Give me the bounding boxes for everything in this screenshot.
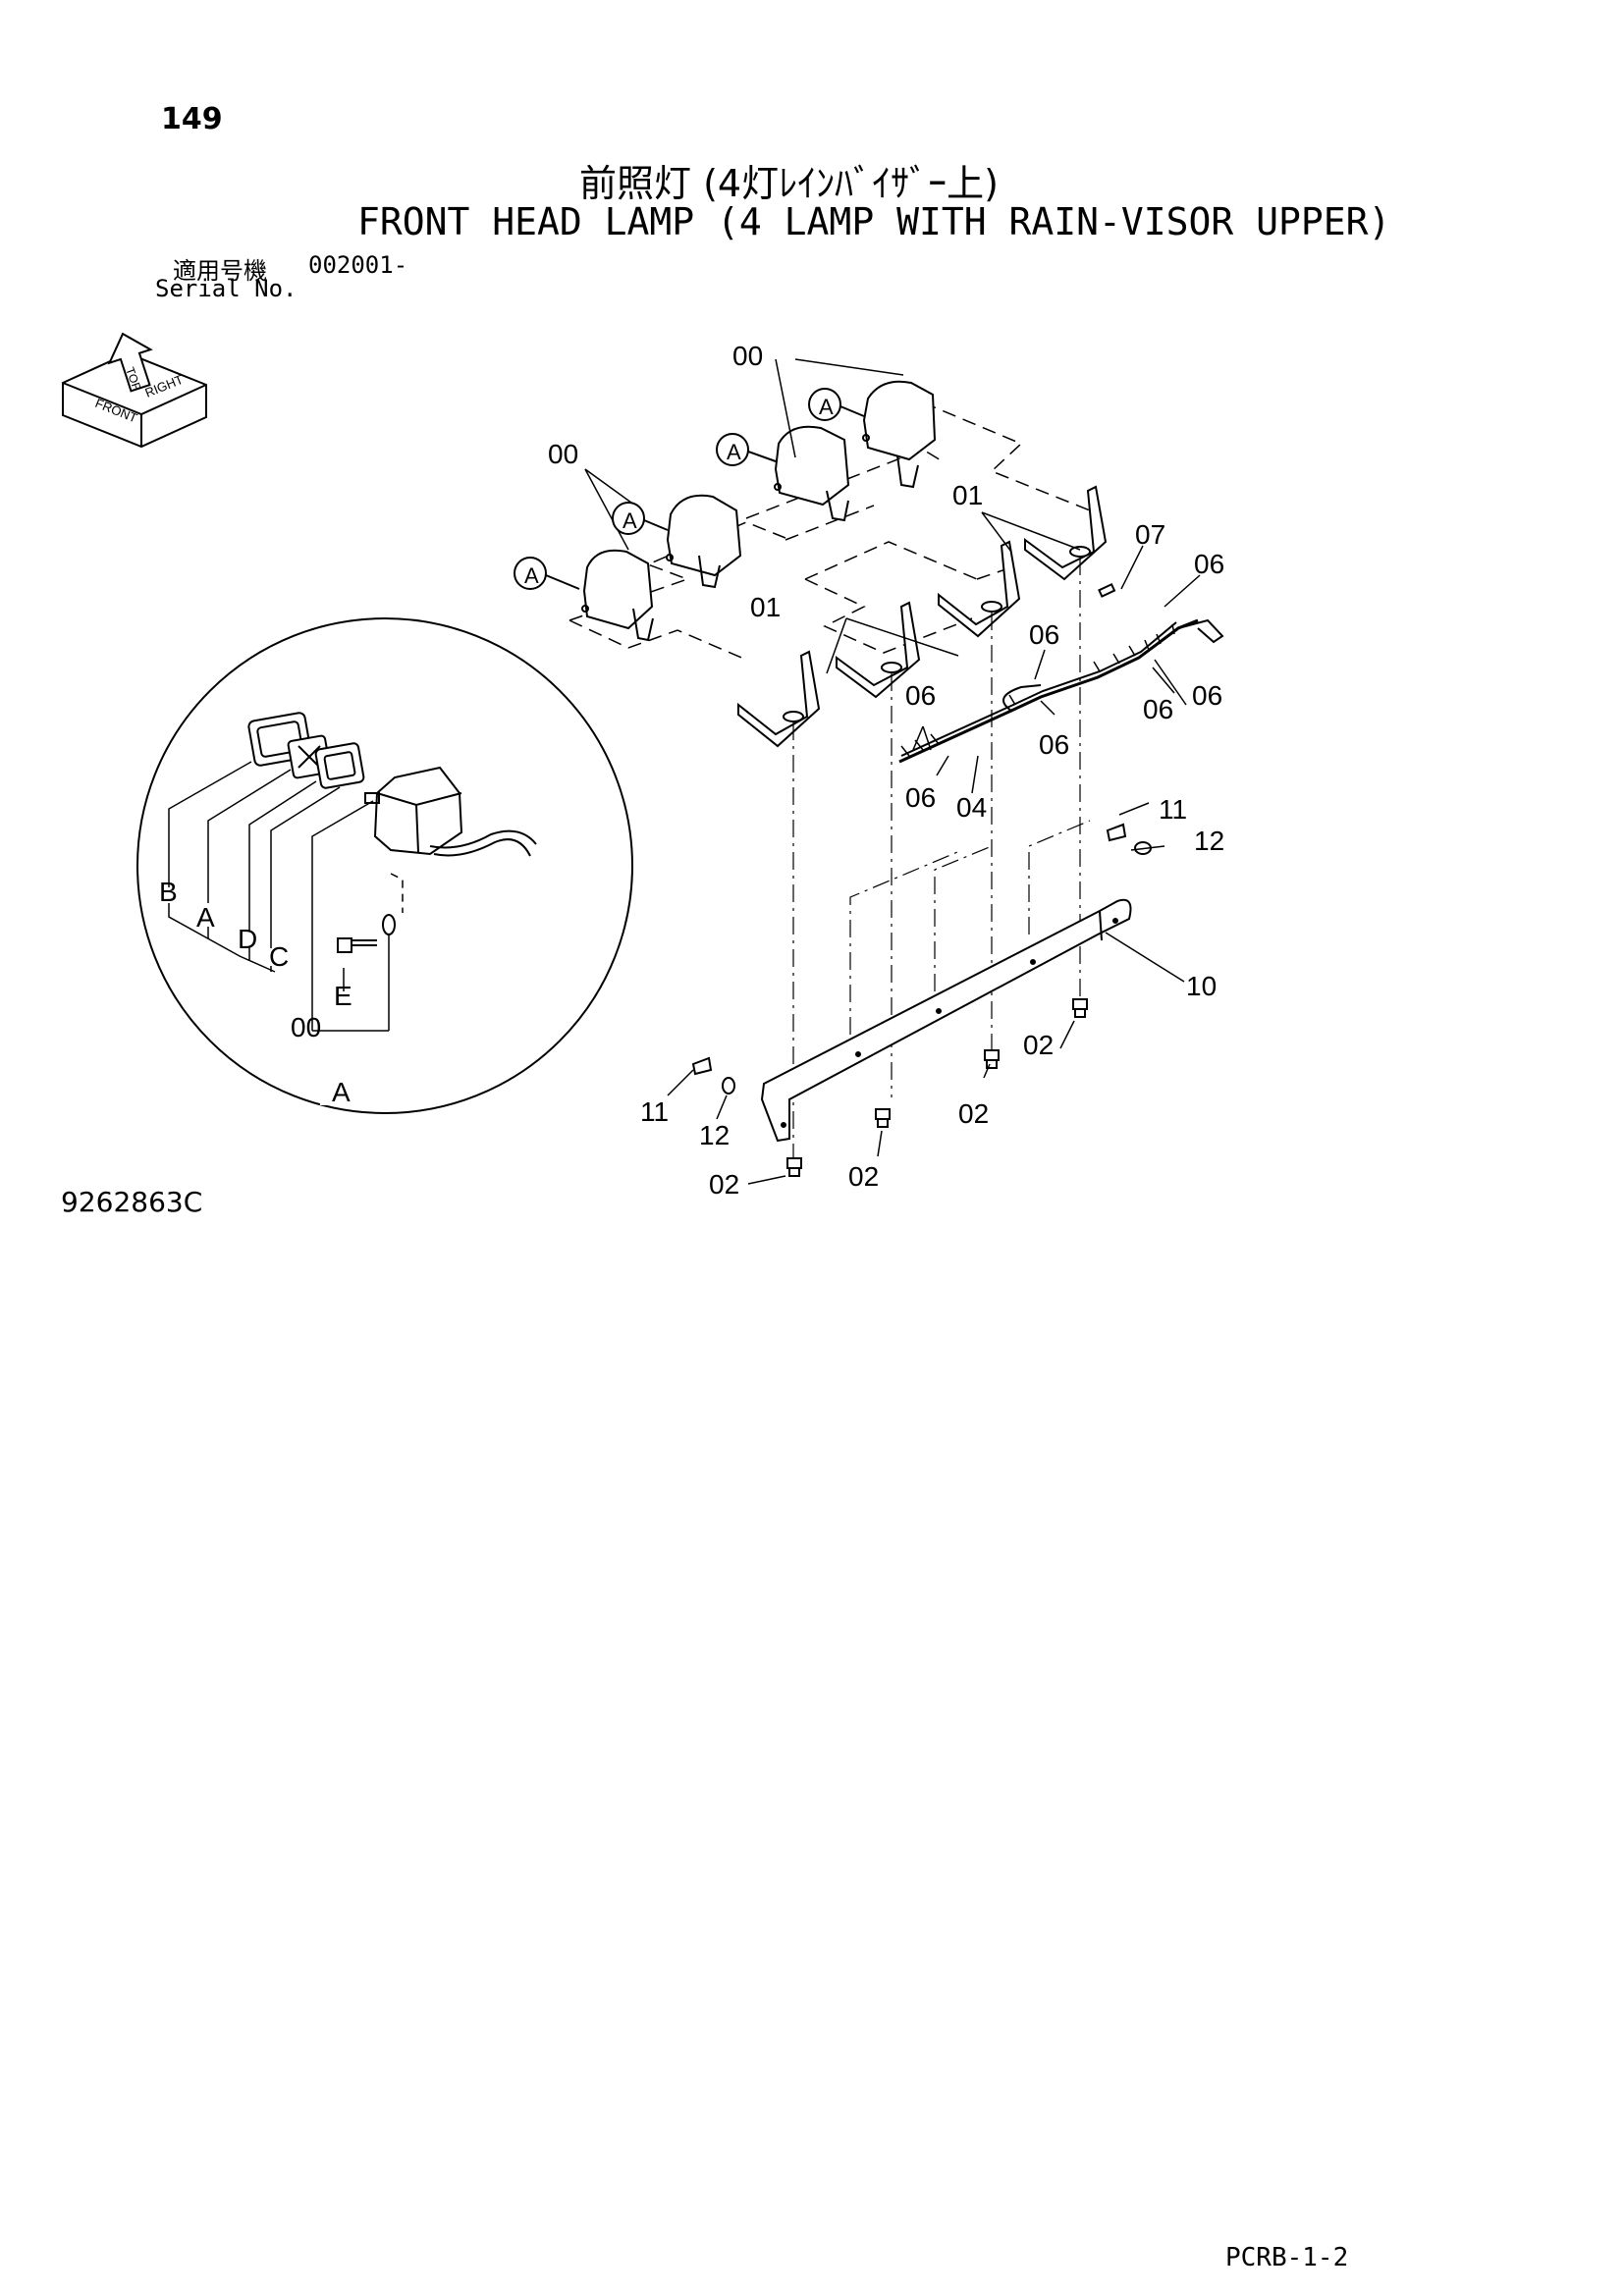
- callout-10: 10: [1186, 971, 1217, 1001]
- detail-label-00: 00: [291, 1012, 321, 1042]
- callout-00-left: 00: [548, 439, 578, 469]
- serial-label-japanese: 適用号機: [173, 257, 267, 285]
- detail-view: [136, 617, 633, 1114]
- detail-leaders: [168, 761, 404, 1032]
- detail-label-d: D: [238, 924, 257, 954]
- lamp-4: [862, 380, 937, 489]
- serial-label: Serial No.: [155, 275, 298, 302]
- bracket-2: [836, 601, 921, 699]
- bracket-1: [737, 650, 821, 748]
- lamp-3: [774, 425, 850, 522]
- detail-lamp-body: [364, 766, 537, 857]
- circled-a-markers: [514, 388, 865, 590]
- callout-00-top: 00: [732, 341, 763, 371]
- dashed-assembly-lines: [568, 401, 1091, 661]
- lamp-2: [666, 494, 742, 589]
- callout-labels: 00 00 A A A A 01 01 07 06 06 06 06 06 06…: [524, 341, 1224, 1200]
- lamp-1: [581, 549, 654, 642]
- callout-06-a: 06: [1194, 549, 1224, 579]
- detail-label-a-gap: [320, 1076, 361, 1105]
- bolts: [786, 998, 1088, 1177]
- bracket-3: [938, 540, 1021, 638]
- callout-06-g: 06: [905, 782, 936, 813]
- callout-06-b: 06: [1029, 619, 1059, 650]
- callout-02-d: 02: [709, 1169, 739, 1200]
- callout-01-right: 01: [952, 480, 983, 510]
- detail-label-e: E: [334, 981, 352, 1011]
- page-code: PCRB-1-2: [1225, 2243, 1349, 2272]
- callout-leaders: [584, 358, 1201, 1185]
- detail-lens-frame: [247, 712, 365, 789]
- detail-label-a-inner: A: [196, 902, 215, 933]
- detail-screw: [337, 914, 396, 953]
- callout-a-3: A: [727, 440, 741, 464]
- lamp-stay-plate: [760, 898, 1132, 1143]
- callout-07: 07: [1135, 519, 1165, 550]
- small-fasteners: [691, 823, 1152, 1095]
- callout-06-e: 06: [1143, 694, 1173, 724]
- callout-04: 04: [956, 792, 987, 823]
- callout-11-left: 11: [640, 1096, 669, 1127]
- callout-12-right: 12: [1194, 826, 1224, 856]
- bracket-4: [1024, 485, 1108, 581]
- bolt-1: [786, 1157, 802, 1177]
- page-title: FRONT HEAD LAMP (4 LAMP WITH RAIN-VISOR …: [357, 200, 1391, 243]
- callout-a-1: A: [524, 563, 539, 588]
- detail-labels: B A D C E 00 A: [159, 877, 361, 1107]
- bolt-2: [875, 1108, 891, 1128]
- head-lamp-assembly: [581, 380, 937, 642]
- detail-view-label-a: A: [332, 1077, 351, 1107]
- page-title-japanese: 前照灯 (4灯ﾚｲﾝﾊﾞｲｻﾞｰ上): [579, 162, 999, 205]
- callout-12-left: 12: [699, 1120, 730, 1150]
- bolt-3: [984, 1049, 1000, 1069]
- callout-06-f: 06: [1039, 729, 1069, 760]
- callout-02-c: 02: [848, 1161, 879, 1192]
- callout-11-right: 11: [1159, 794, 1187, 825]
- callout-02-b: 02: [958, 1098, 989, 1129]
- callout-a-4: A: [819, 395, 834, 419]
- callout-06-d: 06: [1192, 680, 1222, 711]
- figure-id: 9262863C: [61, 1186, 203, 1218]
- callout-06-c: 06: [905, 680, 936, 711]
- callout-01-left: 01: [750, 592, 781, 622]
- serial-number-value: 002001-: [308, 251, 408, 279]
- lamp-brackets: [737, 485, 1108, 748]
- wire-harness: [898, 582, 1224, 764]
- detail-label-b: B: [159, 877, 178, 907]
- detail-label-c: C: [269, 941, 289, 972]
- page-number: 149: [161, 102, 223, 136]
- bolt-4: [1072, 998, 1088, 1018]
- callout-a-2: A: [623, 508, 637, 533]
- callout-02-a: 02: [1023, 1030, 1054, 1060]
- orientation-icon: FRONT RIGHT TOP: [62, 332, 207, 449]
